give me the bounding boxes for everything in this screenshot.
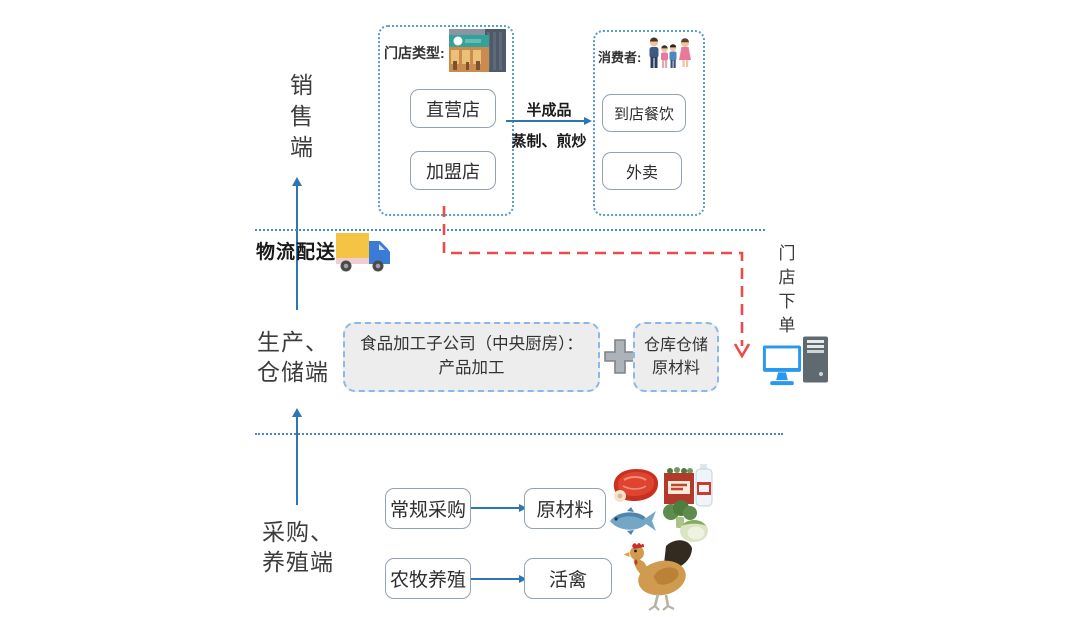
arrow-shaft: [296, 186, 298, 310]
arrow-head-icon: [519, 504, 527, 512]
central-kitchen-line2: 产品加工: [438, 359, 505, 377]
up-arrow-production-to-sales: [292, 177, 302, 310]
direct-store-box: 直营店: [410, 89, 496, 128]
production-section-label: 生产、仓储端: [257, 329, 329, 386]
sales-section-label: 销售端: [290, 72, 314, 160]
arrow-shaft: [296, 417, 298, 505]
arrow-shaft: [471, 578, 519, 580]
warehouse-line2: 原材料: [651, 360, 700, 377]
separator-line-production-procurement: [255, 433, 783, 435]
arrow-shaft: [506, 120, 584, 122]
arrow-shaft: [471, 507, 519, 509]
plus-icon: [604, 339, 636, 374]
semi-finished-label: 半成品: [526, 102, 572, 119]
vegetables-icon: [663, 500, 708, 542]
procurement-section-label: 采购、养殖端: [262, 519, 334, 576]
arrow-procurement-to-materials: [471, 504, 527, 512]
arrow-breeding-to-poultry: [471, 575, 527, 583]
takeout-box: 外卖: [602, 152, 682, 190]
store-order-label: 门店下单: [778, 244, 796, 336]
delivery-truck-icon: [336, 233, 390, 272]
live-poultry-box: 活禽: [524, 558, 612, 599]
storefront-photo-icon: [449, 29, 506, 72]
arrow-head-icon: [519, 575, 527, 583]
meat-icon: [613, 469, 659, 502]
computer-tower-icon: [803, 336, 828, 383]
separator-line-sales-production: [255, 229, 765, 231]
warehouse-line1: 仓库仓储: [643, 336, 708, 354]
up-arrow-procurement-to-production: [292, 408, 302, 505]
chicken-icon: [623, 540, 692, 611]
arrow-head-icon: [292, 177, 302, 186]
regular-procurement-box: 常规采购: [385, 488, 471, 529]
grocery-box-bottle-icon: [664, 464, 713, 507]
store-order-dashed-path: [442, 206, 751, 359]
farming-breeding-box: 农牧养殖: [385, 558, 471, 599]
fish-icon: [610, 507, 656, 535]
arrow-head-icon: [292, 408, 302, 417]
arrow-store-to-consumer: [506, 117, 592, 125]
raw-materials-box: 原材料: [524, 488, 606, 529]
arrow-head-icon: [584, 117, 592, 125]
family-consumers-icon: [649, 37, 691, 68]
central-kitchen-panel: 食品加工子公司（中央厨房）： 产品加工: [343, 322, 600, 392]
franchise-store-box: 加盟店: [410, 151, 496, 190]
store-types-title: 门店类型:: [384, 45, 445, 61]
logistics-label: 物流配送: [256, 242, 337, 263]
monitor-icon: [762, 345, 802, 386]
dine-in-box: 到店餐饮: [602, 94, 686, 132]
central-kitchen-line1: 食品加工子公司（中央厨房）：: [360, 335, 583, 354]
warehouse-panel: 仓库仓储 原材料: [633, 322, 719, 392]
cooking-method-label: 蒸制、煎炒: [511, 133, 587, 150]
consumer-title: 消费者:: [598, 50, 642, 65]
